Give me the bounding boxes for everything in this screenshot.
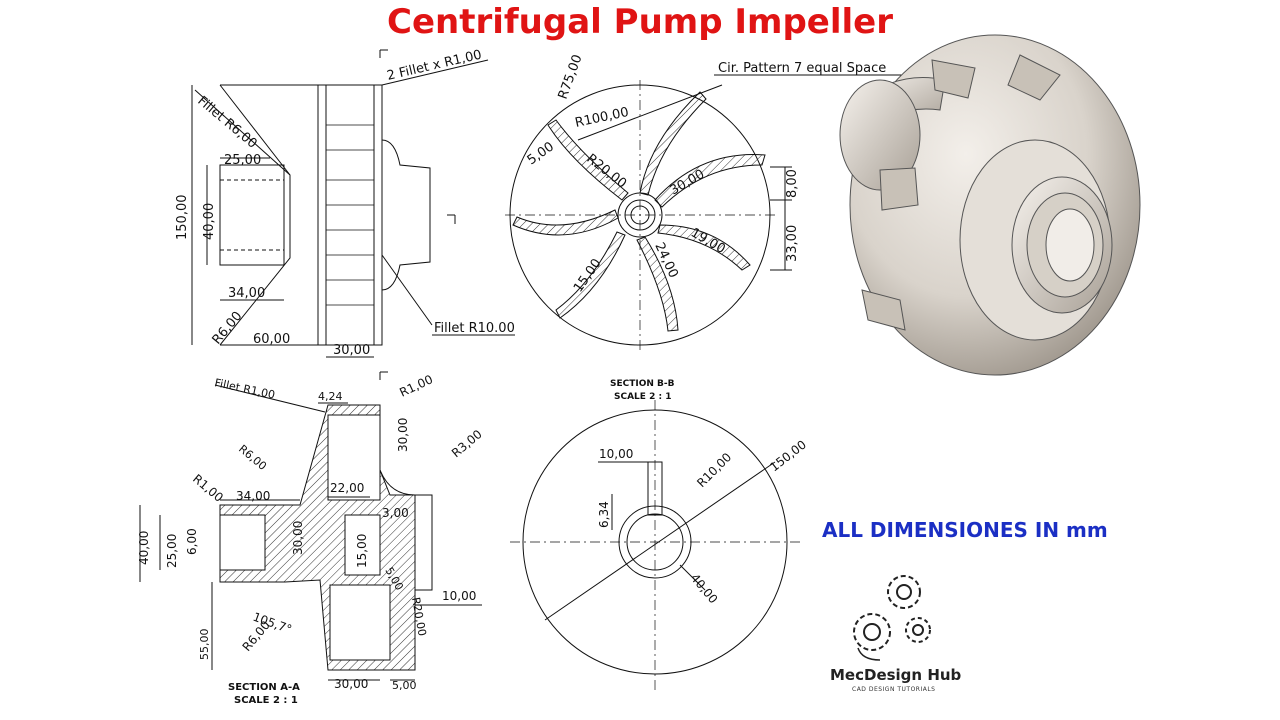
aa-dim-4: 30,00 (396, 418, 410, 452)
units-note: ALL DIMENSIONES IN mm (822, 518, 1108, 542)
aa-section-scale: SCALE 2 : 1 (234, 695, 298, 706)
aa-dim-14: 15,00 (355, 534, 369, 568)
brand-tagline: CAD DESIGN TUTORIALS (852, 686, 936, 693)
aa-dim-16: 10,00 (442, 589, 476, 603)
front-vanes (512, 91, 766, 332)
aa-dim-21: 30,00 (334, 677, 368, 691)
bb-section-title: SECTION B-B (610, 379, 675, 389)
section-bb (510, 400, 800, 690)
aa-dim-6: R1,00 (190, 472, 226, 505)
bb-section-scale: SCALE 2 : 1 (614, 392, 671, 402)
aa-dim-8: 22,00 (330, 481, 364, 495)
side-dim-2: 40,00 (202, 203, 217, 240)
front-dim-8: 33,00 (785, 225, 800, 262)
side-view (191, 49, 515, 380)
front-view (505, 74, 907, 350)
front-dim-2: R100,00 (574, 105, 630, 131)
aa-dim-0: Fillet R1,00 (213, 376, 276, 401)
aa-section-title: SECTION A-A (228, 682, 300, 693)
aa-dim-1: 4,24 (318, 390, 343, 403)
front-dim-6: 8,00 (785, 169, 800, 198)
render-vanes (861, 54, 1061, 331)
side-dim-3: 150,00 (175, 195, 190, 241)
impeller-3d-render (839, 34, 1141, 376)
aa-dim-10: 25,00 (165, 534, 179, 568)
side-dim-4: 34,00 (228, 286, 265, 301)
side-dim-6: 60,00 (253, 332, 290, 347)
gears-logo (853, 575, 931, 661)
bb-dim-1: R10,00 (694, 450, 734, 490)
aa-dim-11: 6,00 (185, 528, 199, 555)
bb-dim-4: 40,00 (688, 571, 721, 606)
side-dim-8: 2 Fillet x R1,00 (386, 48, 484, 84)
taper-outline (219, 84, 291, 346)
aa-dim-20: 55,00 (198, 629, 211, 661)
front-dim-3: 5,00 (525, 139, 557, 168)
bb-dim-3: 6,34 (597, 501, 611, 528)
aa-dim-5: R3,00 (449, 427, 485, 460)
front-dim-7: 19,00 (688, 225, 728, 257)
side-dim-7: 30,00 (333, 343, 370, 358)
brand-name: MecDesign Hub (830, 666, 962, 684)
bb-dim-0: 10,00 (599, 447, 633, 461)
section-aa (139, 371, 482, 681)
aa-dim-9: 40,00 (137, 531, 151, 565)
hub-profile (381, 139, 431, 291)
side-dim-1: 25,00 (224, 153, 261, 168)
aa-dim-3: R6,00 (236, 442, 269, 473)
aa-dim-7: 34,00 (236, 489, 270, 503)
front-dim-0: Cir. Pattern 7 equal Space (718, 61, 886, 76)
front-dim-1: R75,00 (556, 53, 586, 102)
aa-dim-12: 30,00 (291, 521, 305, 555)
side-dim-9: Fillet R10.00 (434, 321, 515, 336)
aa-dim-13: 3,00 (382, 506, 409, 520)
drawing-title: Centrifugal Pump Impeller (387, 2, 893, 42)
side-view-labels: Fillet R6,00 25,00 40,00 150,00 34,00 R6… (175, 48, 515, 358)
aa-dim-2: R1,00 (397, 372, 435, 400)
aa-dim-22: 5,00 (392, 679, 417, 692)
front-dim-5: 30,00 (668, 167, 708, 199)
bb-dim-2: 150,00 (767, 437, 809, 474)
impeller-body (317, 84, 383, 346)
side-dim-5: R6,00 (210, 309, 246, 348)
